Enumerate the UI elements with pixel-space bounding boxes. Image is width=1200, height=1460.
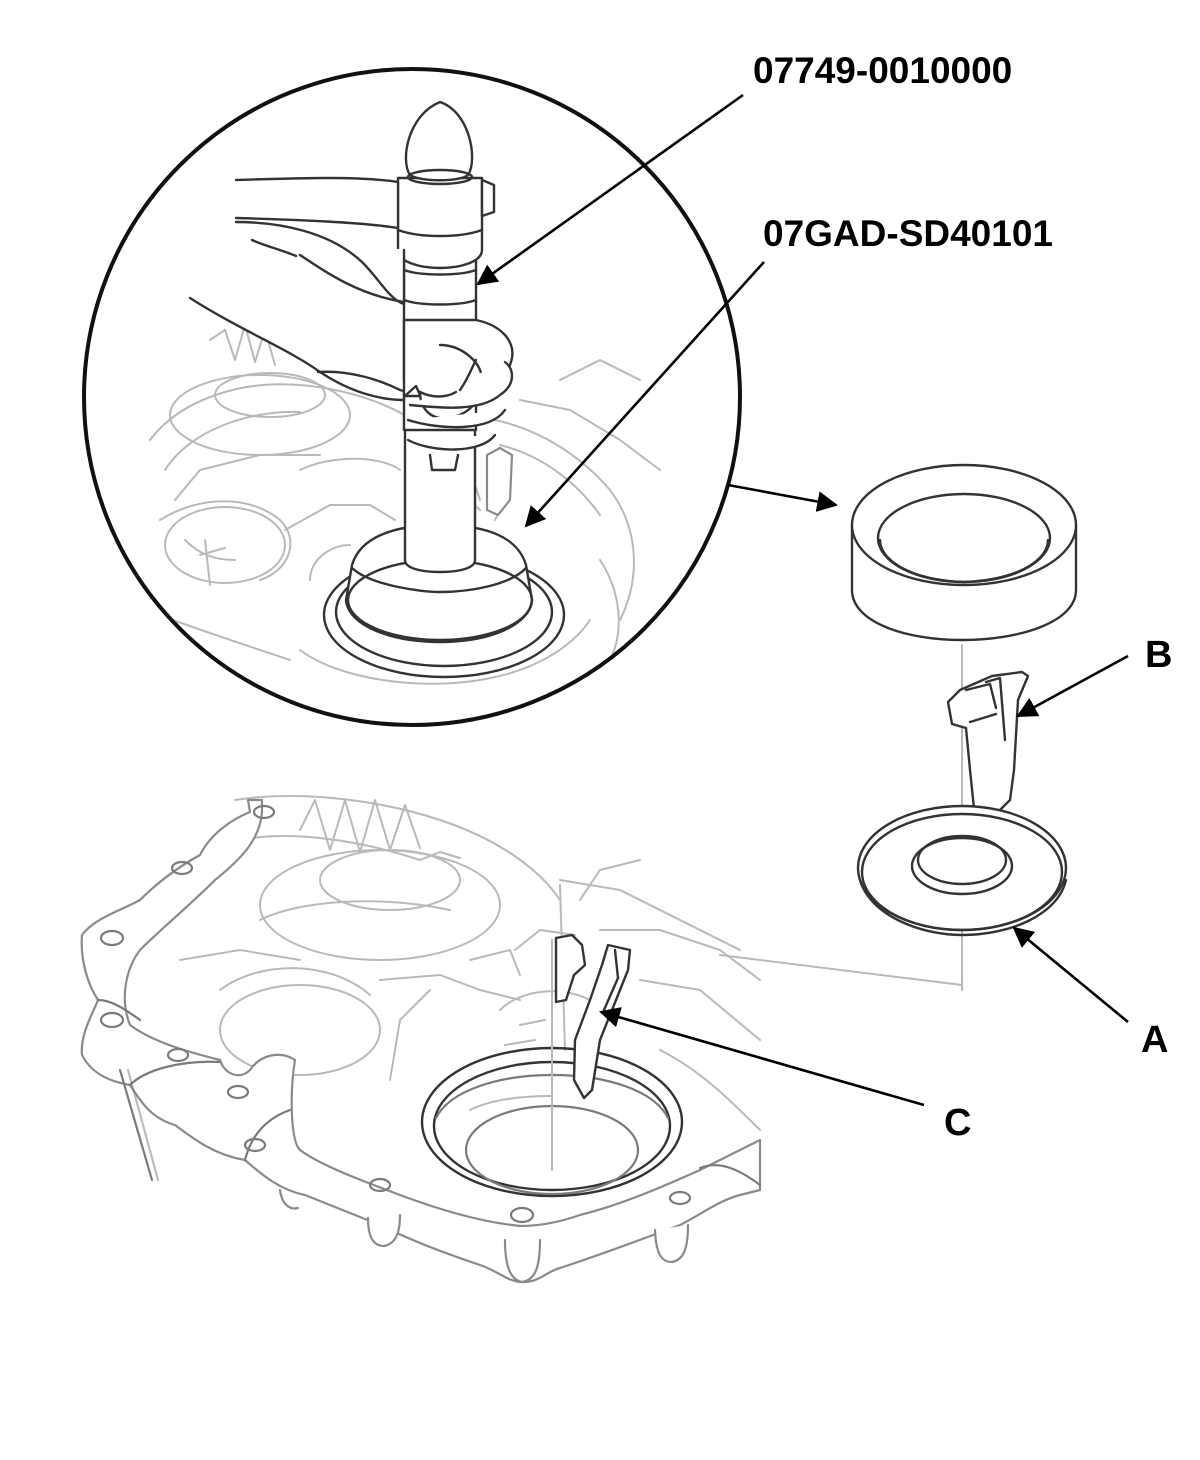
detail-circle-outline (82, 67, 742, 727)
label-part-a: A (1141, 1019, 1168, 1061)
seal-cup (850, 463, 1078, 642)
part-c-fork (551, 933, 632, 1171)
leader-tool-attachment (524, 261, 765, 528)
part-a-washer (856, 804, 1068, 937)
leader-tool-driver (476, 93, 744, 286)
leader-part-a (1012, 926, 1129, 1024)
label-part-c: C (944, 1102, 971, 1144)
leader-part-b (1016, 654, 1129, 718)
transmission-housing (80, 795, 762, 1284)
label-tool-driver: 07749-0010000 (753, 50, 1012, 91)
leader-part-c (599, 1007, 925, 1107)
part-b-fork (946, 670, 1030, 822)
detail-background-housing (119, 100, 661, 685)
label-part-b: B (1145, 634, 1172, 676)
exploded-parts (719, 463, 1078, 991)
detail-view (82, 67, 742, 727)
label-tool-attachment: 07GAD-SD40101 (763, 213, 1053, 254)
detail-callout-arrow (727, 483, 839, 512)
